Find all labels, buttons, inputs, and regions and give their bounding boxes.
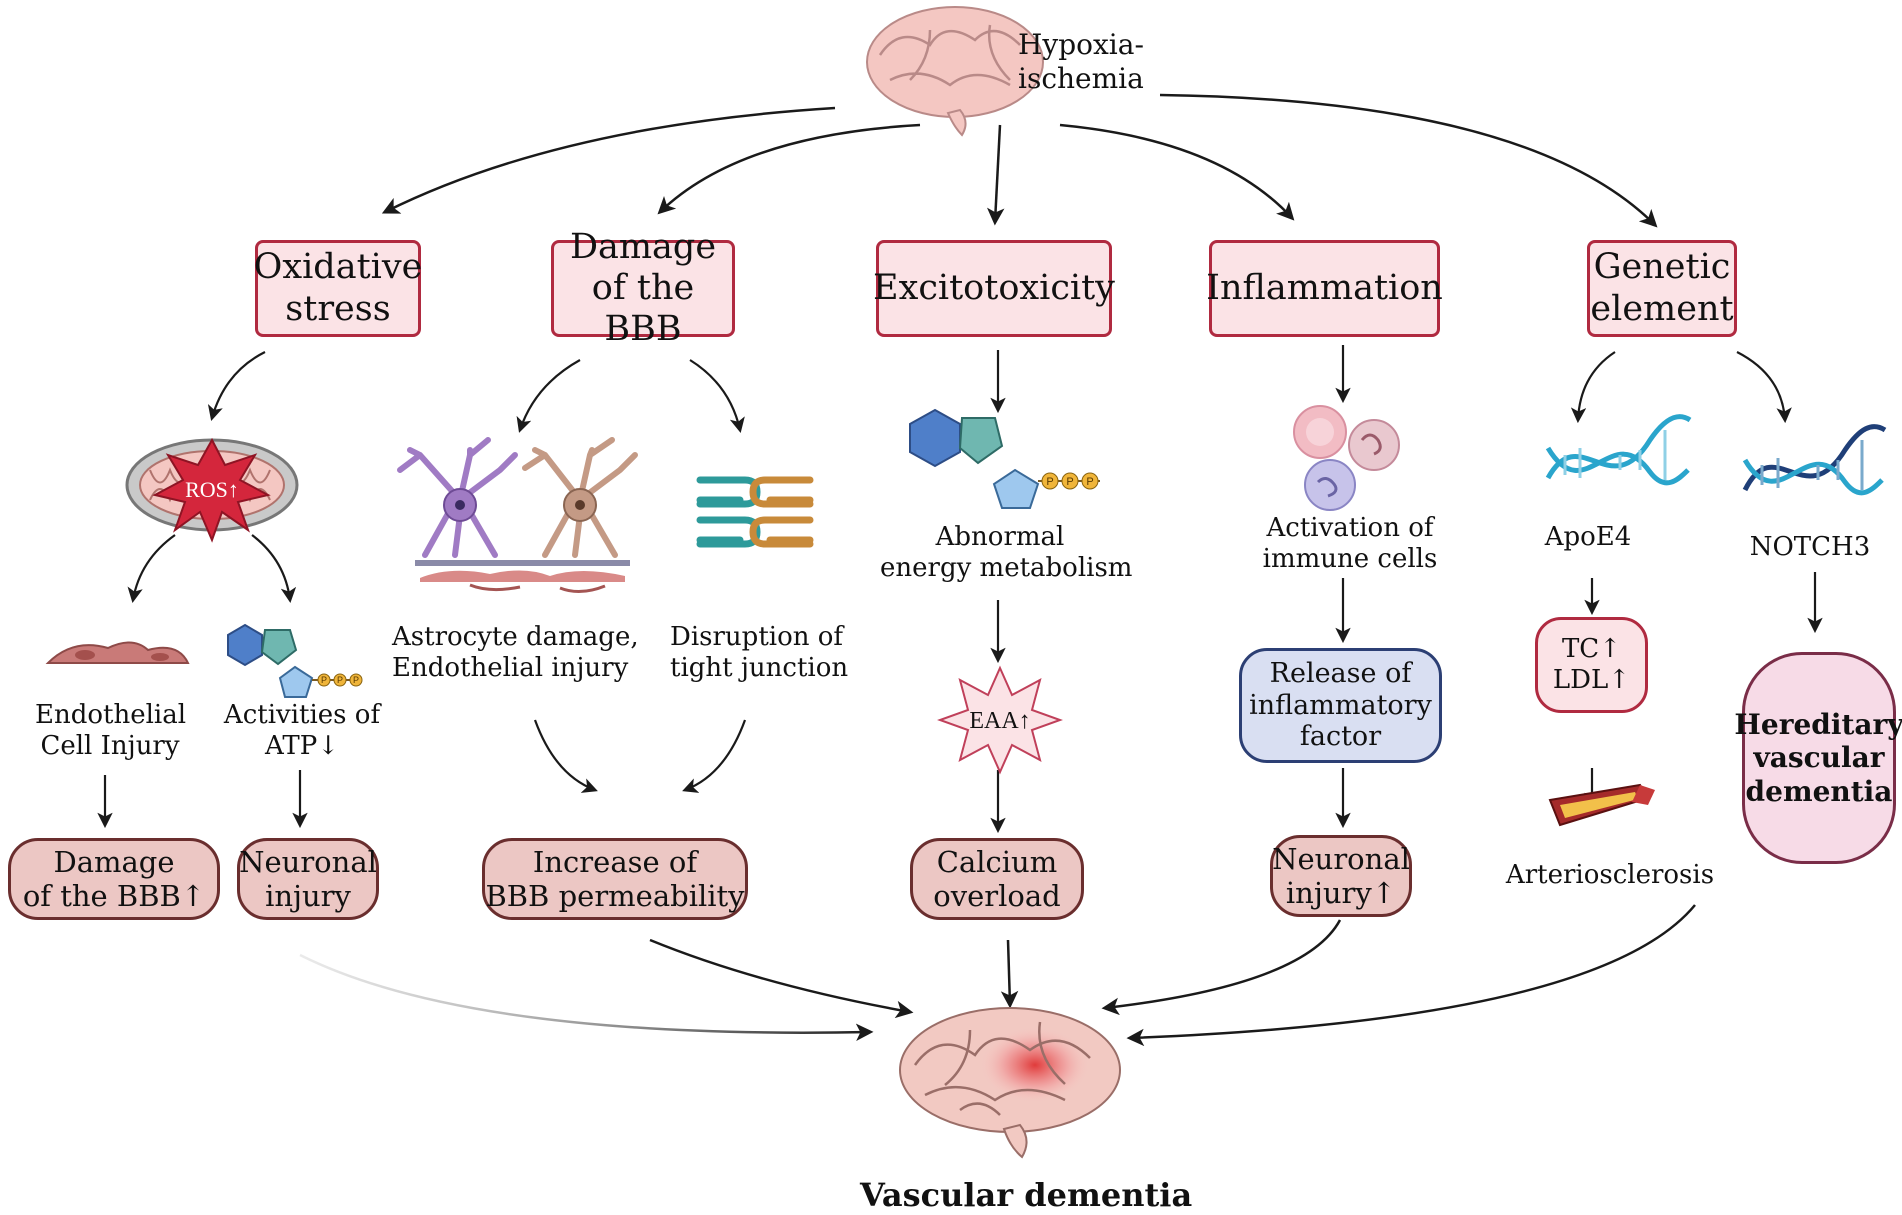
artery-icon xyxy=(1548,783,1655,827)
astro-line2: Endothelial injury xyxy=(392,653,629,684)
hypoxia-line1: Hypoxia- xyxy=(1018,28,1144,61)
oxidative-line2: stress xyxy=(285,288,391,329)
immune-line1: Activation of xyxy=(1266,513,1434,543)
calcium-line1: Calcium xyxy=(936,844,1058,879)
tight-line2: tight junction xyxy=(670,653,849,684)
hered-line2: vascular xyxy=(1753,741,1885,775)
dna-apoe4-icon xyxy=(1545,414,1692,486)
top-brain-icon xyxy=(866,6,1044,137)
immune-cells-icon xyxy=(1293,405,1400,511)
category-excitotoxicity: Excitotoxicity xyxy=(873,240,1115,337)
inflam-res-line2: injury↑ xyxy=(1285,876,1397,910)
eaa-burst-icon xyxy=(937,665,1063,775)
immune-activation-label: Activation of immune cells xyxy=(1260,513,1440,575)
astro-line1: Astrocyte damage, xyxy=(392,622,639,652)
calcium-line2: overload xyxy=(933,879,1061,913)
energy-line2: energy metabolism xyxy=(880,553,1133,584)
immune-line2: immune cells xyxy=(1262,544,1438,575)
atp-line1: Activities of xyxy=(223,700,381,730)
atp-phosphate-label: P xyxy=(321,675,327,685)
top-arrows xyxy=(381,93,1658,228)
hypoxia-line2: ischemia xyxy=(1018,61,1144,95)
hypoxia-ischemia-label: Hypoxia- ischemia xyxy=(1018,28,1144,95)
apoe4-label: ApoE4 xyxy=(1544,522,1632,552)
ldl-label: LDL↑ xyxy=(1552,665,1631,695)
hered-line1: Hereditary xyxy=(1734,708,1902,742)
energy-phosphate-label: P xyxy=(1046,476,1053,488)
atp-molecule-icon xyxy=(227,623,363,698)
genetic-line1: Genetic xyxy=(1593,247,1731,288)
endo-line2: Cell Injury xyxy=(40,731,180,762)
energy-phosphate-label: P xyxy=(1086,476,1093,488)
endothelial-cell-icon xyxy=(45,641,190,664)
bbb-res-line2: BBB permeability xyxy=(485,879,745,913)
eaa-label: EAA↑ xyxy=(969,708,1030,734)
release-line3: factor xyxy=(1299,721,1382,753)
astrocyte-icon xyxy=(397,437,638,558)
category-inflammation: Inflammation xyxy=(1206,240,1443,337)
energy-line1: Abnormal xyxy=(935,522,1065,552)
energy-molecule-icon xyxy=(909,408,1100,509)
tc-label: TC↑ xyxy=(1561,634,1621,665)
bottom-brain-icon xyxy=(899,1007,1121,1159)
res-neuro-line1: Neuronal xyxy=(239,844,377,879)
tight-junction-label: Disruption of tight junction xyxy=(670,622,849,684)
release-line1: Release of xyxy=(1269,657,1412,689)
abnormal-energy-label: Abnormal energy metabolism xyxy=(880,522,1133,584)
dna-notch3-icon xyxy=(1742,424,1887,496)
bbb-cat-line2: of the BBB xyxy=(591,267,695,350)
astrocyte-damage-label: Astrocyte damage, Endothelial injury xyxy=(392,622,639,684)
release-line2: inflammatory xyxy=(1249,689,1432,721)
excito-cat-label: Excitotoxicity xyxy=(873,267,1115,308)
energy-phosphate-label: P xyxy=(1066,476,1073,488)
res-bbb-line2: of the BBB↑ xyxy=(22,879,206,913)
genetic-line2: element xyxy=(1590,288,1734,329)
bbb-cat-line1: Damage xyxy=(569,226,717,267)
hered-line3: dementia xyxy=(1745,774,1893,808)
endo-line1: Endothelial xyxy=(35,700,187,730)
atp-phosphate-label: P xyxy=(353,675,359,685)
res-bbb-line1: Damage xyxy=(53,844,175,879)
atp-line2: ATP↓ xyxy=(265,731,339,762)
arteriosclerosis-label: Arteriosclerosis xyxy=(1505,860,1715,890)
tight-junction-icon xyxy=(696,476,814,548)
atp-phosphate-label: P xyxy=(337,675,343,685)
notch3-label: NOTCH3 xyxy=(1749,532,1871,562)
tc-ldl-box: TC↑LDL↑ xyxy=(1535,617,1648,713)
endothelial-cell-injury-label: Endothelial Cell Injury xyxy=(35,700,187,762)
atp-activity-label: Activities of ATP↓ xyxy=(222,700,382,762)
inflam-cat-label: Inflammation xyxy=(1206,267,1443,308)
bbb-res-line1: Increase of xyxy=(532,844,698,879)
ros-burst-icon xyxy=(152,437,271,543)
res-neuro-line2: injury xyxy=(265,879,351,913)
oxidative-line1: Oxidative xyxy=(253,247,423,288)
tight-line1: Disruption of xyxy=(670,622,844,652)
inflam-res-line1: Neuronal xyxy=(1272,841,1410,876)
vascular-dementia-label: Vascular dementia xyxy=(860,1176,1193,1214)
ros-label: ROS↑ xyxy=(185,477,239,502)
endothelial-layer-icon xyxy=(415,560,630,593)
